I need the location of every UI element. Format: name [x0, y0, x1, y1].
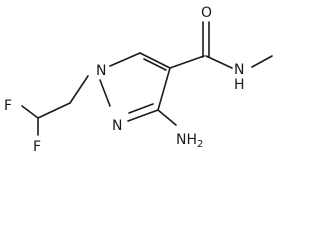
bond-c3-n2 — [127, 109, 159, 122]
bond-c5-c4-inner — [143, 58, 167, 71]
atom-f1: F — [4, 98, 12, 114]
bonds — [21, 21, 273, 136]
atom-o: O — [201, 5, 212, 21]
atom-n2: N — [112, 118, 122, 134]
atom-nh2-label: NH — [176, 132, 197, 148]
bond-carbonyl-n — [205, 55, 233, 69]
bond-n2-n1 — [99, 79, 111, 107]
bond-c4-carbonyl — [169, 55, 205, 69]
bond-chf2-ch2 — [37, 102, 71, 119]
bond-n1-c5 — [109, 52, 141, 67]
atom-nh-h: H — [234, 77, 245, 93]
atom-nh-n: N — [234, 62, 244, 78]
atom-n1: N — [96, 63, 106, 79]
bond-ch2-n1 — [69, 75, 89, 104]
atom-labels: F F N N O N H NH2 — [4, 5, 245, 155]
atom-f2: F — [33, 139, 41, 155]
atom-nh2: NH2 — [176, 132, 203, 150]
bond-c3-nh2 — [157, 109, 177, 126]
bond-c3-n2-inner — [128, 103, 154, 114]
bond-f1-c — [21, 105, 39, 119]
bond-c4-c3 — [157, 67, 171, 111]
chemical-structure-diagram: F F N N O N H NH2 — [4, 5, 273, 155]
atom-nh2-subscript: 2 — [197, 139, 203, 150]
bond-c5-c4 — [139, 52, 171, 69]
bond-n-methyl — [251, 55, 273, 68]
